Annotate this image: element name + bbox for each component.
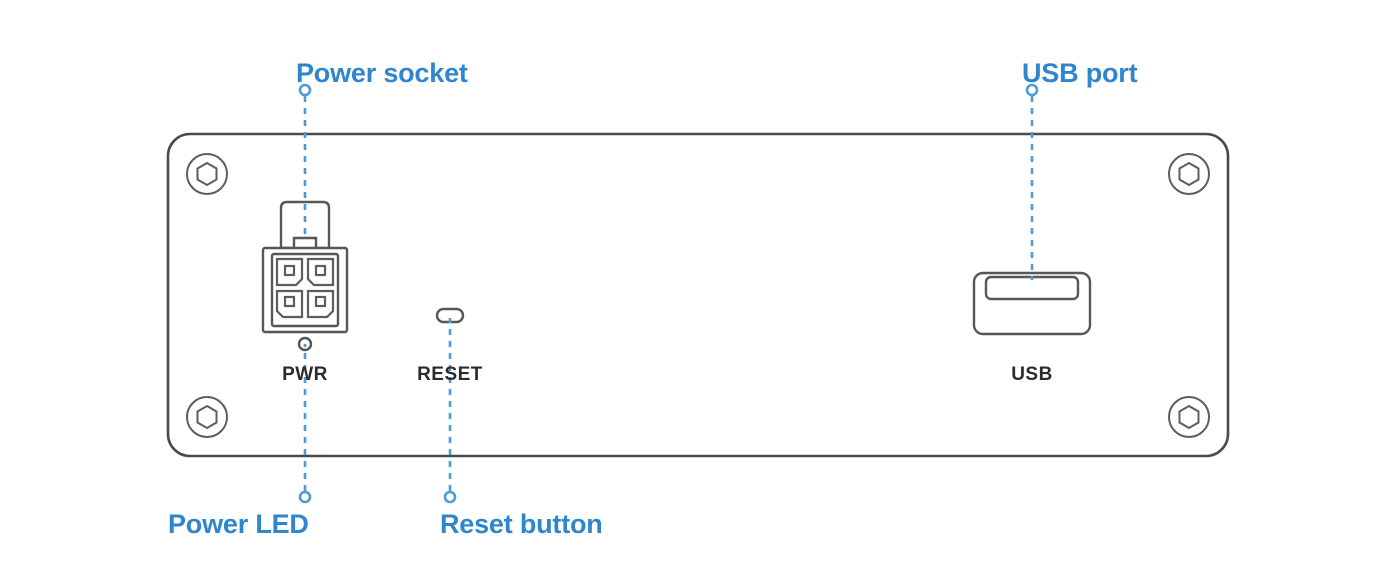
callout-leader-reset-button [443,318,457,504]
callout-leader-power-led [298,344,312,504]
usb-port-receptacle[interactable] [972,271,1092,336]
callout-leader-usb-port [1025,83,1039,280]
screw-top-left [186,153,228,195]
callout-label-power-socket: Power socket [296,58,468,88]
power-socket-connector[interactable] [261,200,349,334]
callout-leader-power-socket [298,83,312,240]
silkscreen-label-pwr: PWR [282,364,328,385]
screw-bottom-right [1168,396,1210,438]
chassis-outline [166,132,1230,458]
screw-top-right [1168,153,1210,195]
callout-label-reset-button: Reset button [440,509,603,539]
silkscreen-label-usb: USB [1011,364,1053,385]
screw-bottom-left [186,396,228,438]
callout-label-power-led: Power LED [168,509,309,539]
callout-label-usb-port: USB port [1022,58,1138,88]
silkscreen-label-reset: RESET [417,364,483,385]
